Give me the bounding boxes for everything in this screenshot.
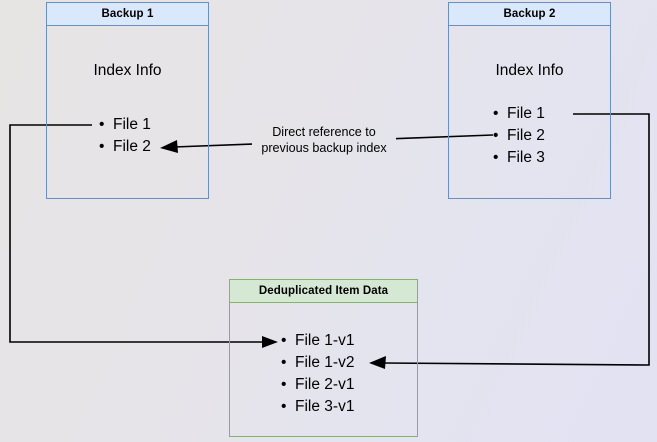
node-backup-1[interactable]: Backup 1 Index Info File 1 File 2 (46, 2, 209, 199)
backup-1-index-info-label: Index Info (93, 62, 162, 79)
edge-label-direct-reference: Direct reference to previous backup inde… (261, 125, 387, 155)
backup-2-file-list: File 1 File 2 File 3 (493, 103, 545, 169)
backup-2-index-info-label: Index Info (495, 62, 564, 79)
caption-backdrop (252, 122, 396, 158)
list-item: File 1-v1 (281, 330, 354, 352)
list-item: File 1 (493, 103, 545, 125)
list-item: File 1-v2 (281, 352, 354, 374)
list-item: File 3 (493, 147, 545, 169)
node-backup-1-header: Backup 1 (46, 2, 209, 26)
node-backup-1-body: Index Info File 1 File 2 (46, 26, 209, 199)
node-backup-2-body: Index Info File 1 File 2 File 3 (448, 26, 611, 199)
node-backup-2[interactable]: Backup 2 Index Info File 1 File 2 File 3 (448, 2, 611, 199)
list-item: File 2-v1 (281, 374, 354, 396)
node-deduplicated-item-data[interactable]: Deduplicated Item Data File 1-v1 File 1-… (229, 279, 418, 437)
arrowhead-icon (160, 140, 178, 153)
arrowhead-icon (369, 356, 386, 369)
dedup-file-list: File 1-v1 File 1-v2 File 2-v1 File 3-v1 (281, 330, 354, 418)
node-backup-2-header: Backup 2 (448, 2, 611, 26)
list-item: File 1 (99, 114, 151, 136)
edge-backup1-to-dedup (9, 124, 278, 348)
list-item: File 2 (99, 136, 151, 158)
list-item: File 2 (493, 125, 545, 147)
edge-backup2-to-dedup (369, 113, 650, 369)
arrowhead-icon (262, 336, 278, 348)
backup-1-file-list: File 1 File 2 (99, 114, 151, 158)
list-item: File 3-v1 (281, 396, 354, 418)
node-dedup-header: Deduplicated Item Data (229, 279, 418, 303)
node-dedup-body: File 1-v1 File 1-v2 File 2-v1 File 3-v1 (229, 303, 418, 437)
